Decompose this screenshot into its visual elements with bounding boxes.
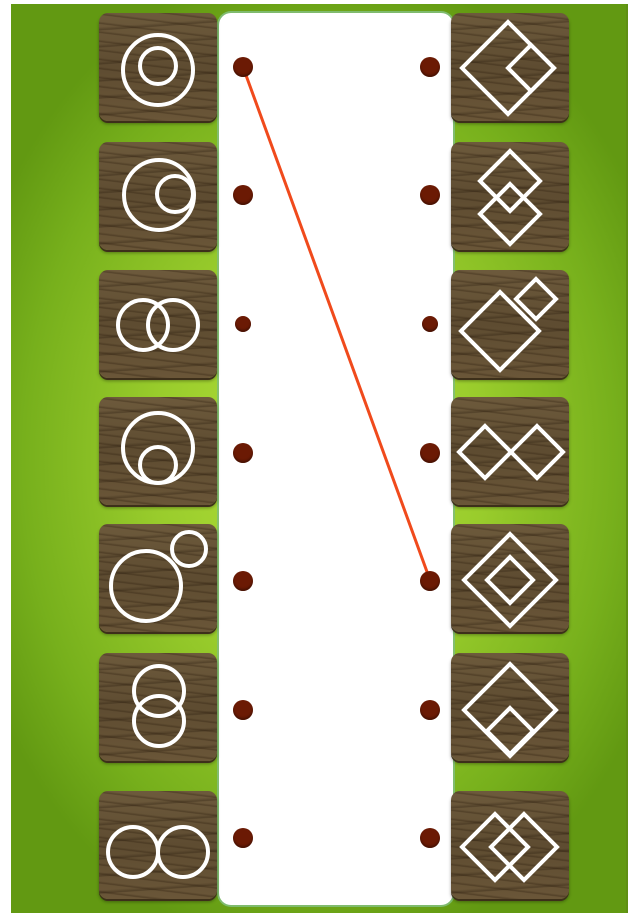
- right-tile-2[interactable]: [451, 142, 569, 250]
- right-dot-1[interactable]: [420, 57, 440, 77]
- left-dot-4[interactable]: [233, 443, 253, 463]
- right-tile-4[interactable]: [451, 397, 569, 505]
- right-tile-7[interactable]: [451, 791, 569, 899]
- right-dot-5[interactable]: [420, 571, 440, 591]
- right-dot-7[interactable]: [420, 828, 440, 848]
- circles-overlap-vertical-icon: [99, 653, 217, 761]
- right-dot-2[interactable]: [420, 185, 440, 205]
- left-tile-3[interactable]: [99, 270, 217, 378]
- right-tile-6[interactable]: [451, 653, 569, 761]
- left-tile-6[interactable]: [99, 653, 217, 761]
- circles-touching-diagonal-icon: [99, 524, 217, 632]
- circles-side-by-side-icon: [99, 791, 217, 899]
- left-tile-2[interactable]: [99, 142, 217, 250]
- circle-inner-bottom-icon: [99, 397, 217, 505]
- left-tile-1[interactable]: [99, 13, 217, 121]
- right-dot-6[interactable]: [420, 700, 440, 720]
- left-dot-7[interactable]: [233, 828, 253, 848]
- right-tile-3[interactable]: [451, 270, 569, 378]
- left-dot-2[interactable]: [233, 185, 253, 205]
- left-dot-6[interactable]: [233, 700, 253, 720]
- board-edge: [626, 4, 628, 913]
- diamond-concentric-icon: [451, 524, 569, 632]
- left-tile-7[interactable]: [99, 791, 217, 899]
- left-tile-4[interactable]: [99, 397, 217, 505]
- circle-concentric-icon: [99, 13, 217, 121]
- diamonds-side-by-side-icon: [451, 397, 569, 505]
- matching-panel: [219, 13, 453, 905]
- right-tile-5[interactable]: [451, 524, 569, 632]
- diamonds-overlap-horizontal-icon: [451, 791, 569, 899]
- diamond-inner-bottom-icon: [451, 653, 569, 761]
- circle-inner-offset-right-icon: [99, 142, 217, 250]
- right-dot-3[interactable]: [422, 316, 438, 332]
- left-dot-5[interactable]: [233, 571, 253, 591]
- left-dot-1[interactable]: [233, 57, 253, 77]
- right-dot-4[interactable]: [420, 443, 440, 463]
- circles-overlap-horizontal-icon: [99, 270, 217, 378]
- diamonds-overlap-vertical-icon: [451, 142, 569, 250]
- right-tile-1[interactable]: [451, 13, 569, 121]
- left-tile-5[interactable]: [99, 524, 217, 632]
- diamond-inner-right-icon: [451, 13, 569, 121]
- left-dot-3[interactable]: [235, 316, 251, 332]
- diamonds-diagonal-small-icon: [451, 270, 569, 378]
